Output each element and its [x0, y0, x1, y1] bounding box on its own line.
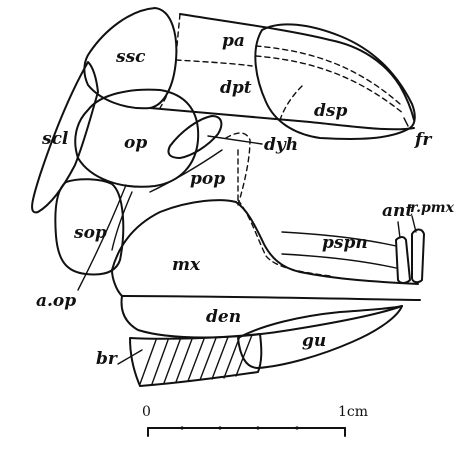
bone-mx	[112, 200, 418, 284]
label-pspn: pspn	[322, 233, 368, 253]
bone-rpmx	[412, 230, 424, 283]
label-op: op	[124, 133, 147, 153]
bone-den	[122, 296, 402, 338]
label-scl: scl	[41, 129, 69, 149]
dyh-leader	[208, 136, 262, 144]
label-ant: ant	[382, 201, 413, 221]
scale-end-label: 1cm	[338, 404, 368, 420]
bone-ant	[396, 237, 410, 283]
label-rpmx: r.pmx	[410, 200, 455, 216]
label-dyh: dyh	[264, 135, 298, 155]
mx-dash	[238, 200, 330, 276]
label-sop: sop	[73, 223, 107, 243]
label-fr: fr	[414, 130, 432, 150]
pa-dash-left	[176, 14, 180, 60]
label-dsp: dsp	[314, 101, 347, 121]
label-gu: gu	[302, 331, 326, 351]
pa-dash-bottom	[176, 60, 252, 66]
label-dpt: dpt	[220, 78, 252, 98]
fr-tick	[404, 118, 408, 126]
label-ssc: ssc	[115, 47, 146, 67]
pspn-lower	[282, 254, 396, 268]
jaw-upper-edge	[112, 270, 420, 300]
label-br: br	[96, 349, 118, 369]
dpt-dsp-dash	[280, 86, 302, 120]
label-pop: pop	[190, 169, 225, 189]
label-mx: mx	[172, 255, 201, 275]
bone-pa	[180, 14, 414, 120]
branchiostegal-hatching	[140, 335, 252, 384]
label-pa: pa	[222, 31, 245, 51]
scale-start-label: 0	[142, 404, 151, 420]
label-aop: a.op	[36, 291, 76, 311]
scale-bar: 0 1cm	[142, 404, 368, 436]
label-den: den	[206, 307, 241, 327]
ant-leader	[398, 222, 400, 238]
